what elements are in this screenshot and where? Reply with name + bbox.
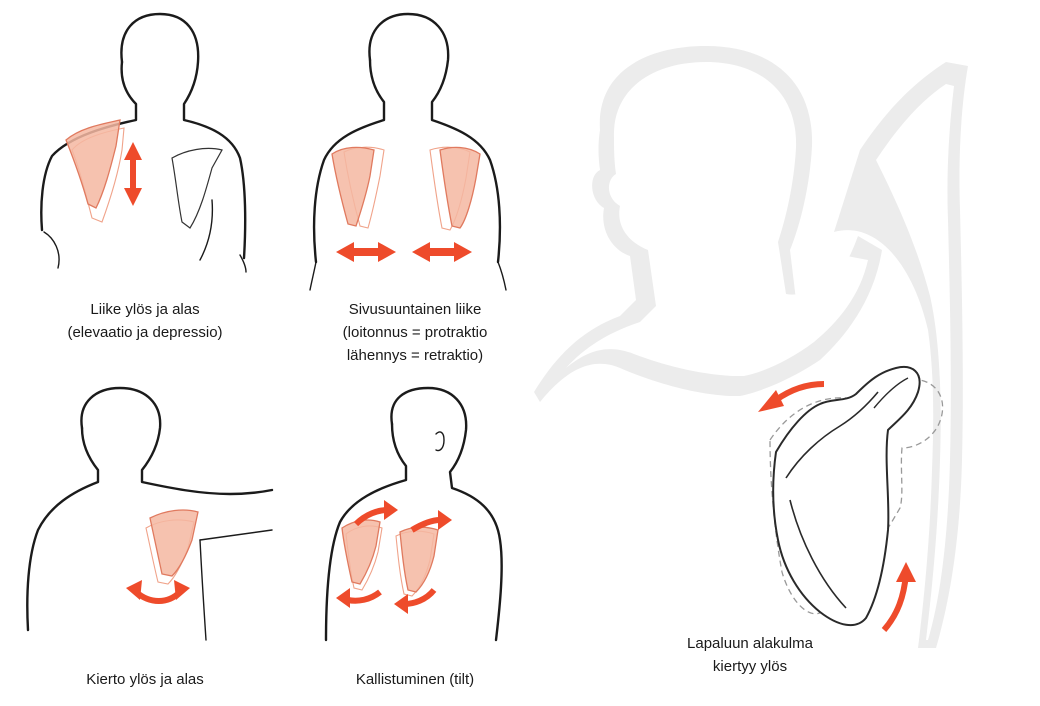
rotation-arrow (126, 580, 190, 601)
scapula-rotation (146, 510, 198, 584)
scapula-tilt-right (396, 527, 438, 596)
scapula-left-lateral (332, 147, 384, 228)
scapula-shifted-up (66, 120, 124, 222)
caption-elevation: Liike ylös ja alas (elevaatio ja depress… (30, 298, 260, 344)
scapula-right-lateral (430, 147, 480, 230)
caption-line: Kierto ylös ja alas (30, 668, 260, 691)
scapula-tilt-left (342, 520, 382, 590)
left-right-arrow-left (336, 242, 396, 262)
caption-line: lähennys = retraktio) (300, 344, 530, 367)
figure-rotation (27, 388, 272, 640)
figure-lateral (310, 14, 506, 290)
left-right-arrow-right (412, 242, 472, 262)
caption-upward-rotation: Lapaluun alakulma kiertyy ylös (650, 632, 850, 678)
caption-line: (elevaatio ja depressio) (30, 321, 260, 344)
tilt-arrow-top-left (356, 500, 398, 524)
figure-upward-rotation (534, 46, 968, 648)
caption-line: kiertyy ylös (650, 655, 850, 678)
caption-line: Liike ylös ja alas (30, 298, 260, 321)
caption-lateral: Sivusuuntainen liike (loitonnus = protra… (300, 298, 530, 367)
caption-line: Sivusuuntainen liike (300, 298, 530, 321)
up-down-arrow (124, 142, 142, 206)
caption-line: Kallistuminen (tilt) (300, 668, 530, 691)
scapula-reference (172, 148, 222, 228)
tilt-arrow-top-right (412, 510, 452, 530)
figure-elevation (41, 14, 246, 272)
caption-line: Lapaluun alakulma (650, 632, 850, 655)
scapula-upward-rotation (770, 367, 943, 625)
caption-line: (loitonnus = protraktio (300, 321, 530, 344)
caption-rotation: Kierto ylös ja alas (30, 668, 260, 691)
rotation-arrow-bottom (884, 562, 916, 630)
tilt-arrow-bottom-left (336, 588, 380, 608)
caption-tilt: Kallistuminen (tilt) (300, 668, 530, 691)
figure-tilt (326, 388, 502, 640)
